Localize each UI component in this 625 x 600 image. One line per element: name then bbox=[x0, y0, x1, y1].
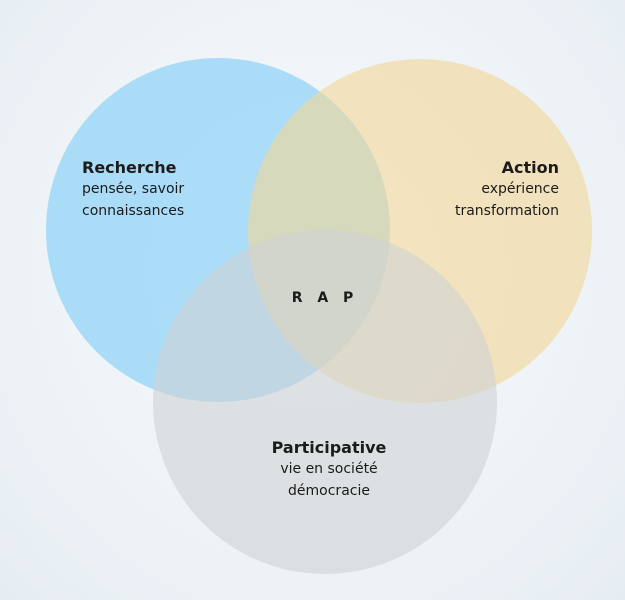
title-action: Action bbox=[501, 158, 559, 177]
text-participative-line-2: démocracie bbox=[288, 482, 370, 499]
label-recherche: Recherche pensée, savoir connaissances bbox=[82, 156, 184, 223]
center-label-rap: R A P bbox=[291, 290, 359, 306]
title-participative: Participative bbox=[271, 438, 387, 457]
label-participative: Participative vie en société démocracie bbox=[229, 436, 429, 503]
title-recherche: Recherche bbox=[82, 158, 177, 177]
text-recherche-line-1: pensée, savoir bbox=[82, 181, 185, 198]
circle-participative bbox=[153, 230, 497, 574]
text-action-line-2: transformation bbox=[454, 202, 559, 219]
label-action: Action expérience transformation bbox=[455, 156, 559, 223]
text-recherche-line-2: connaissances bbox=[82, 202, 185, 219]
text-action-line-1: expérience bbox=[481, 181, 559, 198]
text-participative-line-1: vie en société bbox=[280, 461, 378, 478]
